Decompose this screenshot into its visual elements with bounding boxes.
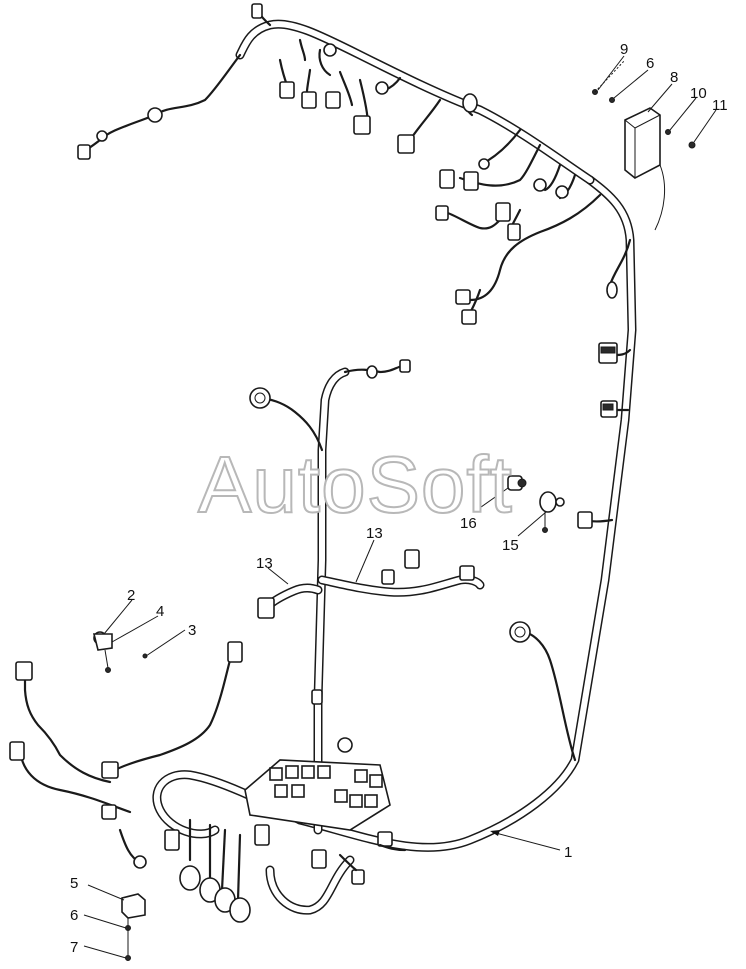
bottom-connectors [164, 818, 407, 923]
bracket-items-2-3-4 [92, 631, 148, 673]
callout-6-top: 6 [646, 55, 654, 72]
right-side-components [509, 281, 632, 762]
bracket-item-8 [592, 59, 696, 231]
upper-connectors [77, 3, 569, 325]
callout-7: 7 [70, 939, 78, 956]
callout-10: 10 [690, 85, 707, 102]
callout-11: 11 [712, 97, 728, 114]
leader-lines [83, 55, 717, 959]
callout-15: 15 [502, 537, 519, 554]
bracket-items-5-6-7 [121, 893, 146, 961]
callout-13-left: 13 [256, 555, 273, 572]
callout-2: 2 [127, 587, 135, 604]
left-branches [9, 641, 243, 869]
callout-3: 3 [188, 622, 196, 639]
watermark-text: AutoSoft [198, 440, 513, 529]
callout-13-right: 13 [366, 525, 383, 542]
callout-labels: 1 2 3 4 5 6 7 9 6 8 10 11 13 13 16 15 [70, 41, 728, 956]
callout-5: 5 [70, 875, 78, 892]
callout-6-bottom: 6 [70, 907, 78, 924]
callout-1: 1 [564, 844, 572, 861]
callout-8: 8 [670, 69, 678, 86]
fuse-relay-block [244, 689, 391, 831]
callout-4: 4 [156, 603, 164, 620]
callout-9: 9 [620, 41, 628, 58]
center-branch [249, 359, 565, 619]
callout-16: 16 [460, 515, 477, 532]
